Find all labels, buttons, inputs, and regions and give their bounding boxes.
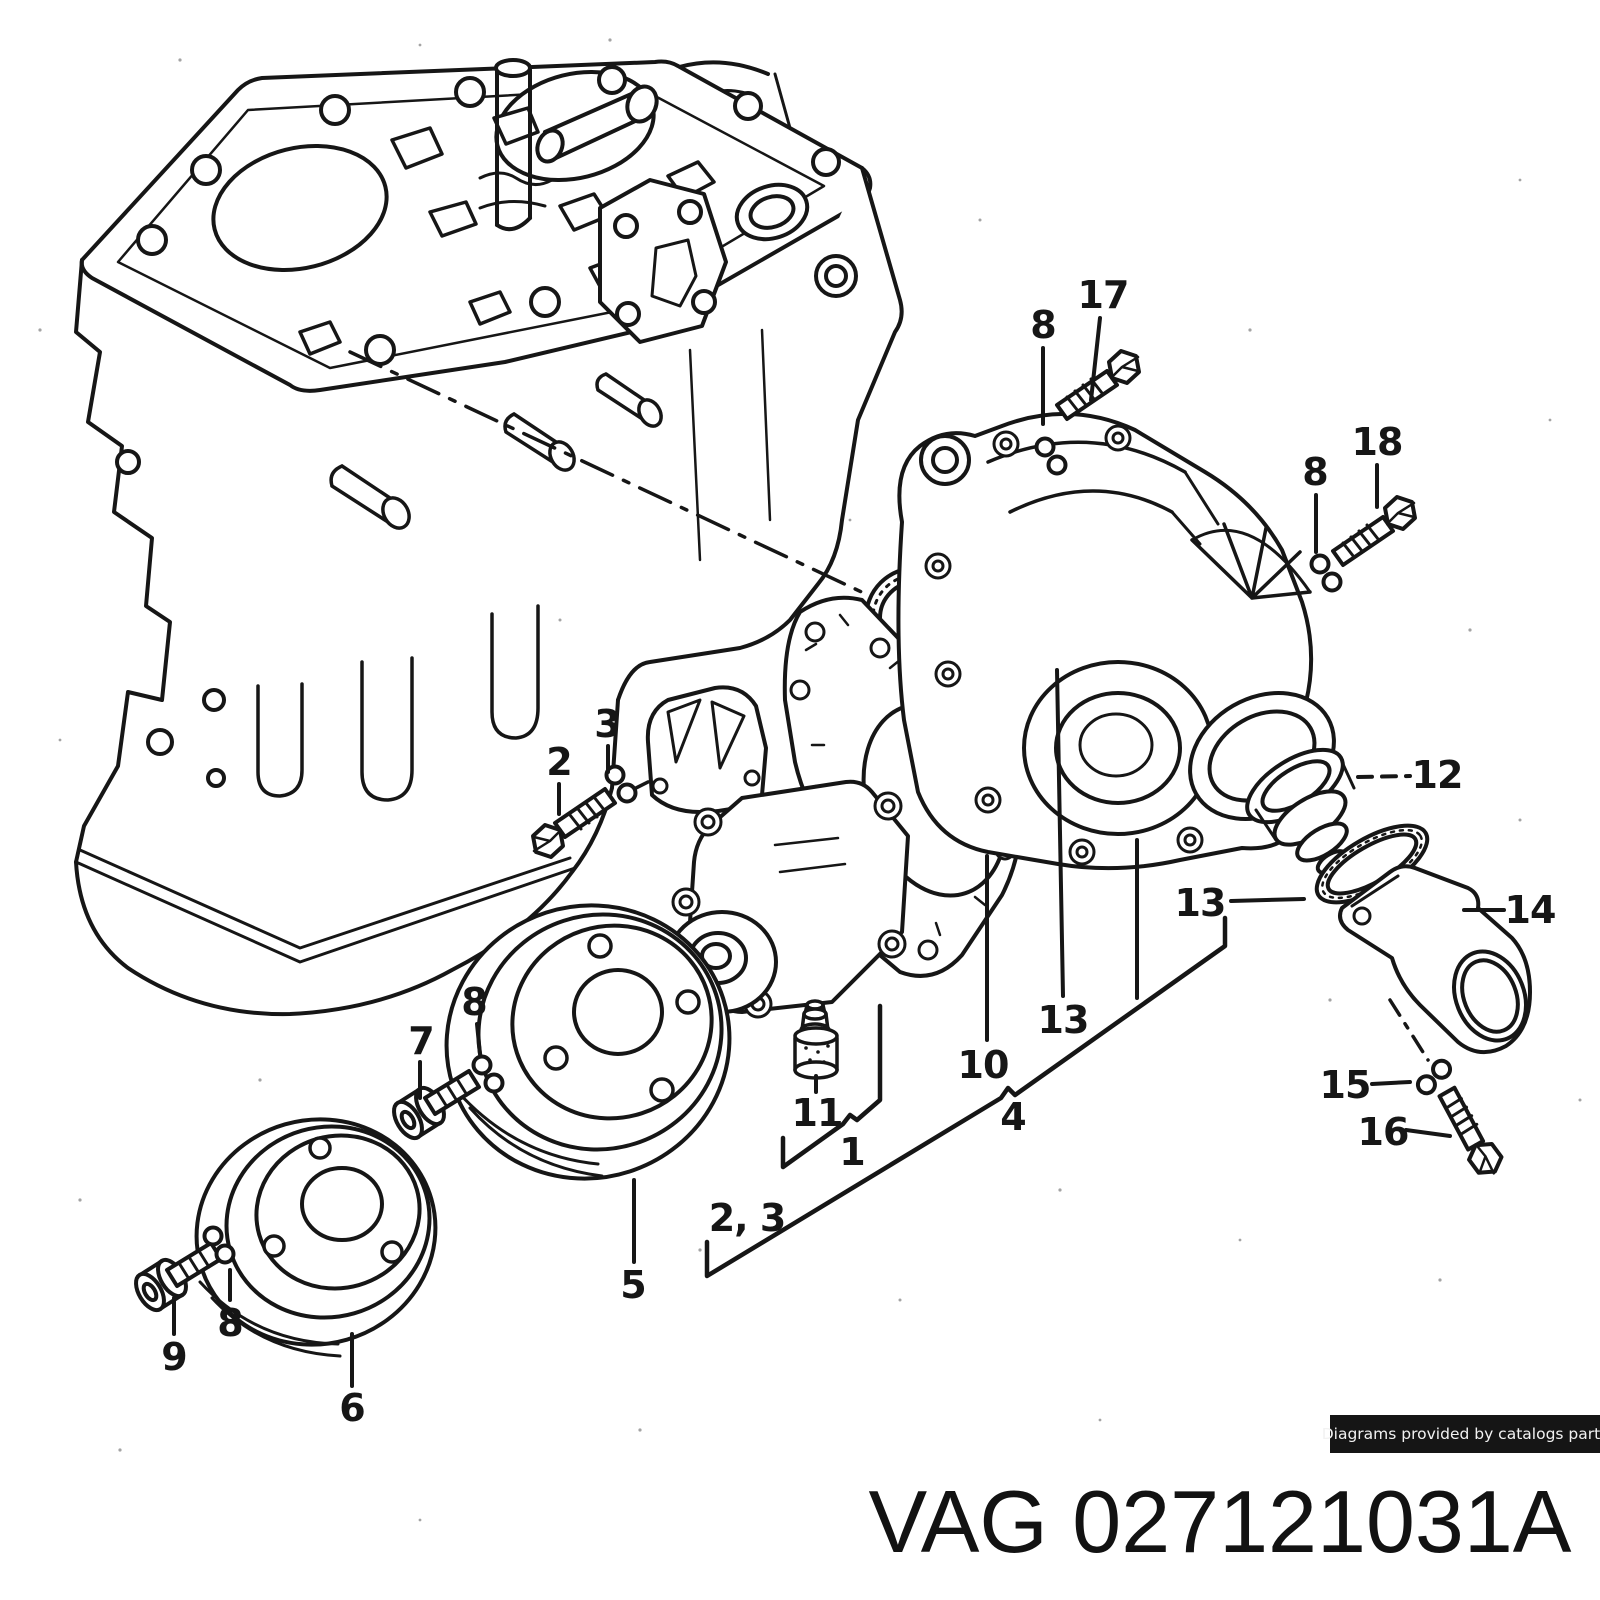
- callout-15: 15: [1319, 1063, 1372, 1107]
- leader-lines: [172, 316, 1506, 1388]
- bolt-18: [1331, 495, 1417, 567]
- group-brackets: [704, 915, 1228, 1279]
- callout-3: 3: [594, 702, 620, 746]
- callout-8: 8: [1302, 450, 1328, 494]
- callout-8: 8: [217, 1301, 243, 1345]
- callout-2: 2: [546, 740, 572, 784]
- callout-17: 17: [1077, 273, 1130, 317]
- callout-2-3: 2, 3: [708, 1196, 787, 1240]
- engine-block: [74, 58, 904, 1017]
- pulley-6: [194, 1117, 438, 1358]
- callout-9: 9: [161, 1335, 187, 1379]
- watermark-badge: Diagrams provided by catalogs parts: [1322, 1415, 1600, 1453]
- callout-10: 10: [957, 1043, 1010, 1087]
- callout-1: 1: [839, 1130, 865, 1174]
- part-number: VAG 027121031A: [868, 1472, 1572, 1571]
- plug-11: [793, 999, 839, 1080]
- callout-4: 4: [1000, 1095, 1026, 1139]
- callout-8: 8: [461, 980, 487, 1024]
- callout-13: 13: [1174, 881, 1227, 925]
- callout-16: 16: [1357, 1110, 1410, 1154]
- thermostat-12: [1245, 747, 1356, 878]
- bolt-16: [1429, 1084, 1511, 1177]
- pulley-5: [444, 903, 732, 1181]
- callout-6: 6: [339, 1386, 365, 1430]
- bolt-17: [1055, 349, 1141, 421]
- callout-12: 12: [1411, 753, 1464, 797]
- callout-14: 14: [1504, 888, 1557, 932]
- timing-cover-housing: [896, 412, 1336, 871]
- callout-8: 8: [1030, 303, 1056, 347]
- washer-8-right: [1309, 553, 1343, 593]
- water-pump: [645, 685, 910, 1019]
- callout-13: 13: [1037, 998, 1090, 1042]
- watermark-text: Diagrams provided by catalogs parts: [1321, 1425, 1600, 1443]
- callout-18: 18: [1351, 420, 1404, 464]
- callout-5: 5: [620, 1263, 646, 1307]
- callout-11: 11: [791, 1091, 844, 1135]
- coolant-flange-14: [1338, 864, 1532, 1054]
- callout-7: 7: [408, 1019, 434, 1063]
